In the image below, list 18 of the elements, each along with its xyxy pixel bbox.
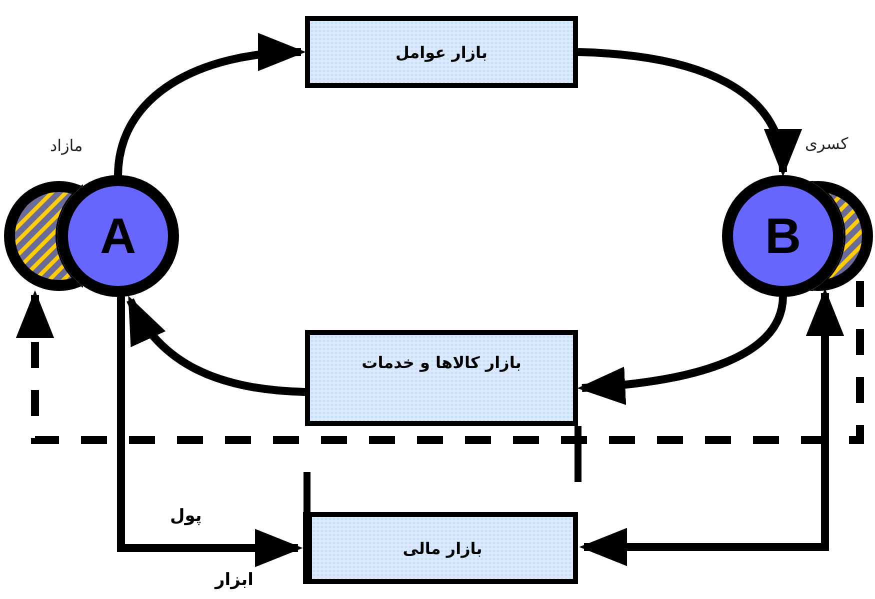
box-label: بازار کالاها و خدمات: [362, 353, 522, 372]
arrow: [577, 296, 787, 404]
edge-label: پول: [170, 506, 202, 526]
arrow: [126, 296, 306, 396]
dashed-arrow: [16, 281, 864, 444]
market-box: [303, 512, 578, 584]
flow-label: ابزار: [215, 570, 254, 590]
node-caption: مازاد: [50, 136, 83, 155]
circle-node: B: [722, 175, 844, 297]
circle-node: A: [57, 175, 179, 297]
box-label: بازار عوامل: [395, 42, 488, 62]
arrow: [579, 288, 844, 566]
arrow: [114, 34, 306, 176]
box-label: بازار مالی: [402, 538, 482, 558]
arrow: [117, 296, 303, 568]
node-caption: کسری: [805, 134, 848, 153]
market-box: [305, 16, 578, 88]
market-box: [305, 330, 578, 426]
